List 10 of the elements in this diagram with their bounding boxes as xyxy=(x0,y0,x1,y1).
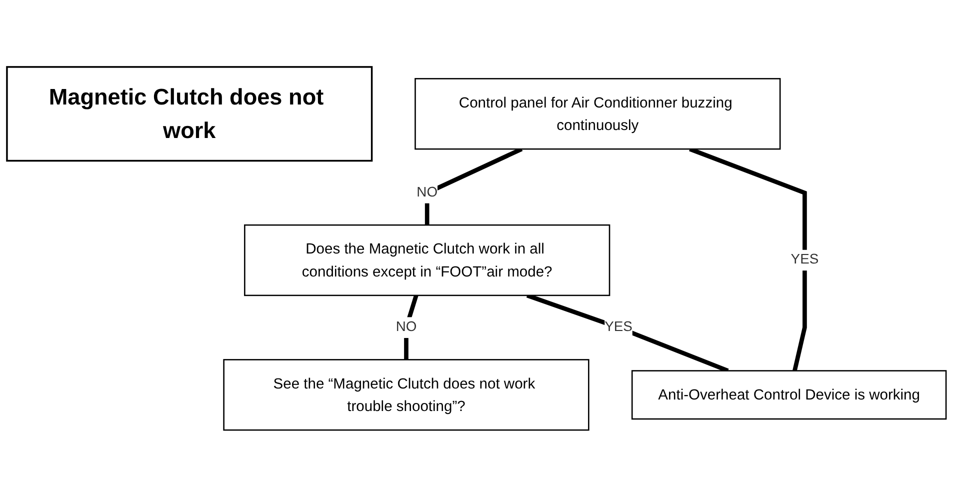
edge-label: NO xyxy=(416,185,438,200)
node-box: Does the Magnetic Clutch work in all conditions except in “FOOT”air mode? xyxy=(244,224,610,296)
node-box: See the “Magnetic Clutch does not work trouble shooting”? xyxy=(223,359,590,431)
node-box: Magnetic Clutch does not work xyxy=(6,66,373,162)
edge-label: YES xyxy=(790,252,819,268)
edge-label: NO xyxy=(396,320,417,334)
edge-label: YES xyxy=(604,320,632,334)
node-box: Anti-Overheat Control Device is working xyxy=(631,370,947,420)
connector xyxy=(404,294,418,360)
node-box: Control panel for Air Conditionner buzzing continuously xyxy=(414,78,781,150)
